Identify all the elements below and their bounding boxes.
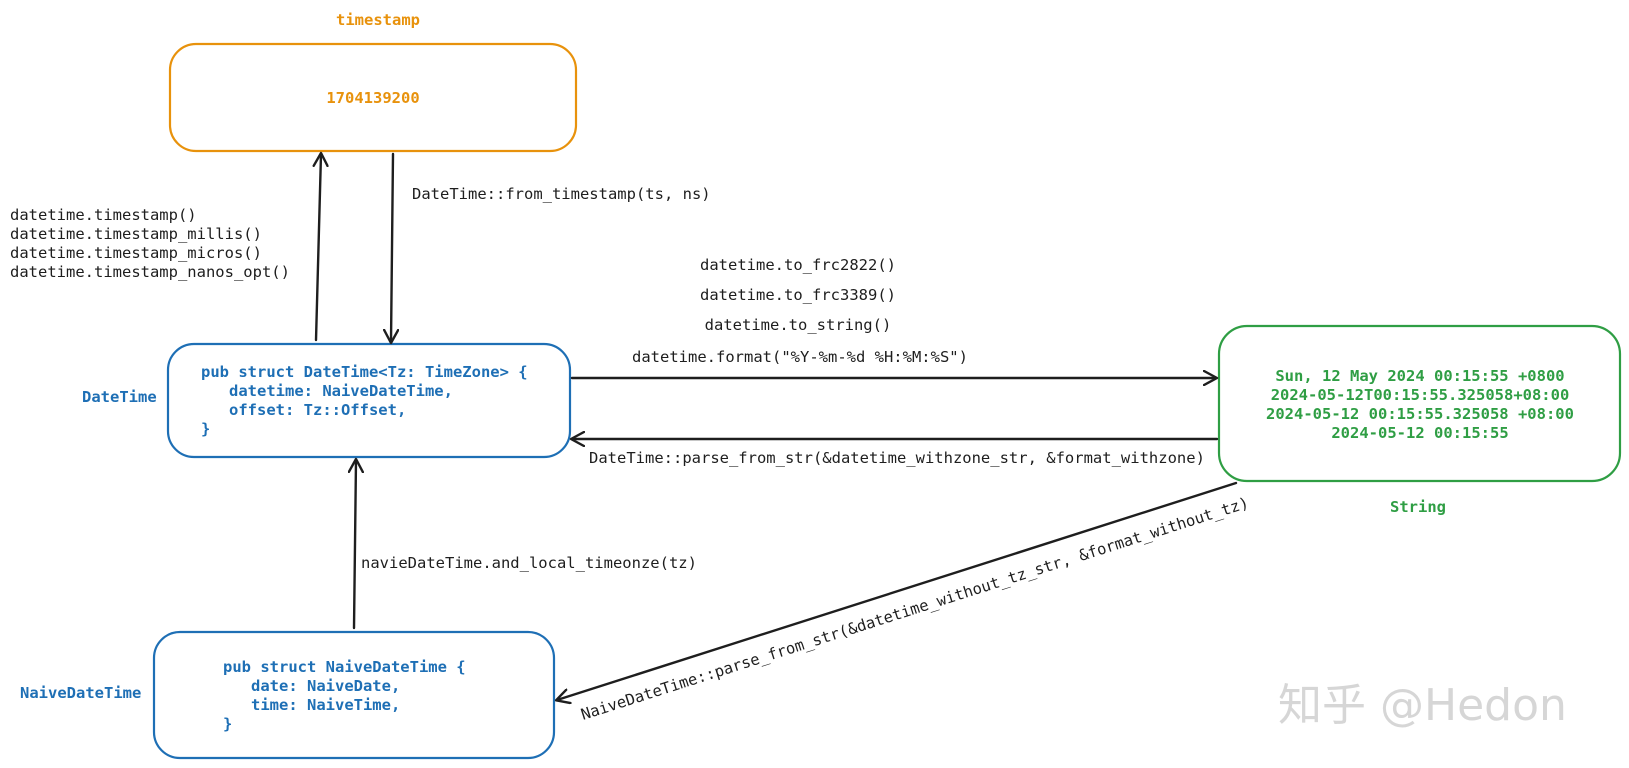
edge-label-datetime-to-string: datetime.to_frc3389(): [700, 286, 896, 304]
edge-label-string-to-naive: NaiveDateTime::parse_from_str(&datetime_…: [579, 494, 1251, 724]
string-box: [1217, 324, 1622, 483]
string-line: Sun, 12 May 2024 00:15:55 +0800: [1275, 367, 1564, 385]
arrow-naive-to-datetime: [354, 460, 356, 630]
edge-datetime-to-timestamp[interactable]: datetime.timestamp() datetime.timestamp_…: [10, 154, 321, 342]
edge-label-datetime-to-timestamp: datetime.timestamp_micros(): [10, 244, 262, 262]
edge-naive-to-datetime[interactable]: navieDateTime.and_local_timeonze(tz): [354, 460, 697, 630]
arrow-timestamp-to-datetime: [391, 152, 393, 342]
naive-datetime-node[interactable]: NaiveDateTime pub struct NaiveDateTime {…: [20, 630, 556, 760]
naive-code-line: }: [223, 715, 232, 733]
timestamp-node[interactable]: timestamp 1704139200: [168, 11, 578, 153]
datetime-code-line: pub struct DateTime<Tz: TimeZone> {: [201, 363, 528, 381]
datetime-node[interactable]: DateTime pub struct DateTime<Tz: TimeZon…: [82, 342, 572, 459]
edge-label-timestamp-to-datetime: DateTime::from_timestamp(ts, ns): [412, 185, 711, 203]
edge-label-datetime-to-string: datetime.format("%Y-%m-%d %H:%M:%S"): [632, 348, 968, 366]
timestamp-node-title: timestamp: [336, 11, 420, 29]
naive-code-line: date: NaiveDate,: [223, 677, 400, 695]
edge-datetime-to-string[interactable]: datetime.to_frc2822() datetime.to_frc338…: [570, 256, 1216, 378]
string-node-title: String: [1390, 498, 1446, 516]
datetime-box: [166, 342, 572, 459]
arrow-datetime-to-timestamp: [316, 154, 321, 342]
edge-label-datetime-to-timestamp: datetime.timestamp(): [10, 206, 197, 224]
edge-label-datetime-to-timestamp: datetime.timestamp_nanos_opt(): [10, 263, 290, 281]
string-line: 2024-05-12 00:15:55.325058 +08:00: [1266, 405, 1574, 423]
timestamp-box: [168, 42, 578, 153]
datetime-code-line: offset: Tz::Offset,: [201, 401, 406, 419]
datetime-code-line: }: [201, 420, 210, 438]
edge-timestamp-to-datetime[interactable]: DateTime::from_timestamp(ts, ns): [391, 152, 711, 342]
naive-datetime-box: [152, 630, 556, 760]
edge-string-to-naive[interactable]: NaiveDateTime::parse_from_str(&datetime_…: [557, 481, 1251, 724]
edge-label-datetime-to-timestamp: datetime.timestamp_millis(): [10, 225, 262, 243]
arrow-string-to-naive: [557, 481, 1238, 700]
edge-label-naive-to-datetime: navieDateTime.and_local_timeonze(tz): [361, 554, 697, 572]
naive-code-line: pub struct NaiveDateTime {: [223, 658, 466, 676]
edge-string-to-datetime[interactable]: DateTime::parse_from_str(&datetime_withz…: [572, 439, 1219, 467]
watermark-text: 知乎 @Hedon: [1278, 680, 1567, 731]
datetime-node-title: DateTime: [82, 388, 157, 406]
edge-label-datetime-to-string: datetime.to_string(): [705, 316, 892, 334]
edge-label-string-to-datetime: DateTime::parse_from_str(&datetime_withz…: [589, 449, 1205, 467]
edge-label-datetime-to-string: datetime.to_frc2822(): [700, 256, 896, 274]
naive-code-line: time: NaiveTime,: [223, 696, 400, 714]
string-line: 2024-05-12 00:15:55: [1331, 424, 1508, 442]
datetime-code-line: datetime: NaiveDateTime,: [201, 382, 453, 400]
timestamp-value: 1704139200: [326, 89, 419, 107]
naive-datetime-node-title: NaiveDateTime: [20, 684, 141, 702]
string-line: 2024-05-12T00:15:55.325058+08:00: [1271, 386, 1570, 404]
string-node[interactable]: Sun, 12 May 2024 00:15:55 +0800 2024-05-…: [1217, 324, 1622, 516]
